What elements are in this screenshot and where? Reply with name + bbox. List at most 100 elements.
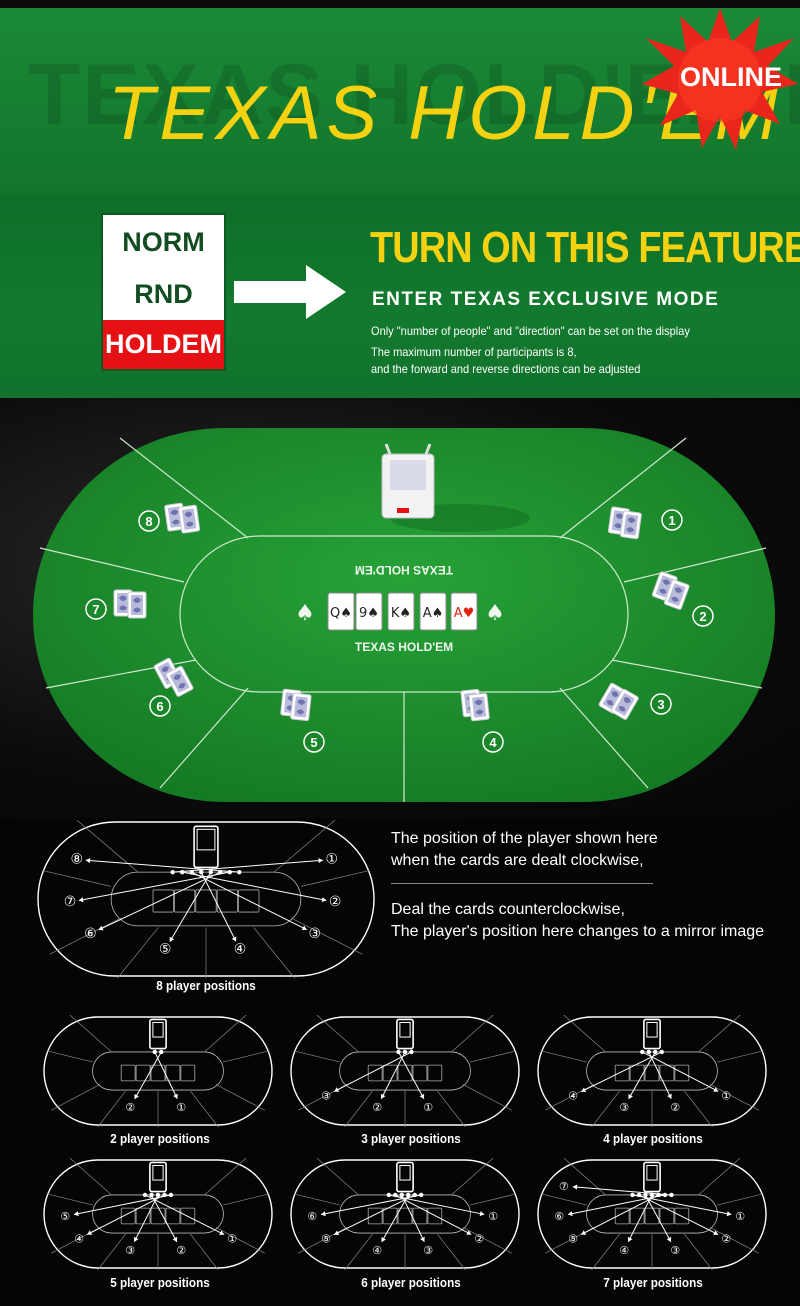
seat-marker: 8 — [138, 510, 160, 532]
deal-arrow — [134, 1051, 162, 1100]
seat-divider — [46, 1050, 94, 1063]
community-card-label: K♠ — [391, 606, 411, 621]
seat-divider — [451, 1158, 494, 1196]
seat-number-label: ① — [176, 1101, 186, 1114]
community-card — [450, 592, 478, 631]
deal-arrow-head — [74, 1211, 79, 1217]
deal-origin-dot — [142, 1192, 148, 1198]
deal-arrow-head — [133, 1236, 139, 1242]
card-slot — [367, 1064, 383, 1082]
card-slot — [180, 1064, 196, 1082]
card-shoe-icon — [149, 1018, 167, 1050]
table-center-label: TEXAS HOLD'EM — [355, 640, 453, 654]
deal-arrow — [642, 1051, 719, 1092]
seat-divider — [437, 1090, 466, 1127]
table-inner-outline — [339, 1194, 471, 1234]
seat-marker: 4 — [482, 731, 504, 753]
card-slot — [412, 1064, 428, 1082]
seat-divider — [316, 1015, 359, 1053]
seat-divider — [709, 1227, 759, 1254]
community-card-label: Q♠ — [330, 606, 352, 621]
card-slot — [674, 1207, 690, 1225]
diagram-caption: 5 player positions — [110, 1275, 210, 1290]
seat-divider — [316, 1158, 359, 1196]
deal-origin-dot — [402, 1049, 408, 1055]
seat-divider — [540, 1193, 588, 1206]
card-slot — [382, 1064, 398, 1082]
seat-number-label: ⑦ — [64, 894, 77, 910]
deal-arrow-head — [321, 1211, 326, 1217]
mode-option-rnd: RND — [134, 279, 193, 309]
svg-text:4: 4 — [489, 735, 497, 750]
deal-arrow — [133, 1194, 159, 1243]
seat-number-label: ① — [735, 1210, 745, 1223]
seat-divider — [716, 1050, 764, 1063]
card-slot — [674, 1064, 690, 1082]
table-inner-outline — [110, 871, 302, 927]
card-slot — [135, 1207, 151, 1225]
seat-divider — [49, 917, 122, 955]
seat-number-label: ③ — [309, 926, 322, 942]
feature-panel: NORM RND HOLDEM TURN ON THIS FEATURE ENT… — [0, 193, 800, 398]
deal-arrow-head — [713, 1087, 719, 1092]
card-shoe-icon — [149, 1161, 167, 1193]
deal-arrow-head — [581, 1230, 587, 1235]
seat-number-label: ② — [125, 1101, 135, 1114]
mode-option-holdem: HOLDEM — [103, 320, 224, 369]
deal-arrow-head — [334, 1230, 340, 1236]
card-shoe-slot — [152, 1164, 164, 1181]
deal-arrow — [320, 1194, 422, 1216]
seat-divider — [97, 1233, 126, 1270]
seat-divider — [204, 1015, 247, 1053]
deal-arrow — [381, 1194, 409, 1243]
deal-origin-dot — [409, 1049, 414, 1055]
deal-arrow-head — [318, 857, 323, 864]
online-starburst-icon — [642, 8, 798, 150]
card-shoe-slot — [399, 1164, 411, 1181]
deal-arrow — [78, 871, 230, 901]
deal-arrow-head — [726, 1211, 732, 1217]
deal-origin-dot — [152, 1049, 157, 1055]
deal-arrow-head — [87, 1230, 93, 1235]
diagram-caption: 3 player positions — [361, 1131, 461, 1146]
seat-number-label: ⑧ — [71, 852, 84, 868]
card-slot — [629, 1207, 645, 1225]
card-slot — [135, 1064, 151, 1082]
card-slot — [629, 1064, 645, 1082]
deal-arrow — [144, 1194, 225, 1236]
deal-arrow — [154, 1051, 178, 1099]
deal-arrow — [401, 1194, 425, 1242]
svg-text:6: 6 — [156, 699, 163, 714]
card-shoe-slot — [646, 1021, 658, 1038]
card-slot — [180, 1207, 196, 1225]
deal-origin-dot — [237, 869, 242, 875]
seat-marker: 3 — [650, 693, 672, 715]
deal-arrow-head — [627, 1236, 633, 1242]
deal-origin-dot — [646, 1049, 651, 1055]
community-card-label: A♠ — [423, 606, 444, 621]
deal-arrow — [628, 1051, 656, 1100]
table-inner-outline — [586, 1051, 718, 1091]
card-slot — [644, 1207, 660, 1225]
card-shoe-slot — [399, 1021, 411, 1038]
diagram-caption: 4 player positions — [603, 1131, 703, 1146]
seat-number-label: ① — [227, 1233, 237, 1246]
diagram-caption: 8 player positions — [156, 978, 256, 993]
seat-number-label: ③ — [619, 1101, 629, 1114]
deal-arrow-head — [667, 1093, 672, 1099]
deal-arrow-head — [219, 1230, 225, 1235]
deal-origin-dot — [396, 1049, 401, 1055]
card-slot — [165, 1207, 181, 1225]
deal-origin-dot — [170, 869, 175, 875]
poker-table-photo: Q♠ 9♠ K♠ A♠ A♥ ♠ ♠ TEXAS HOLD'EM TEXAS H… — [0, 398, 800, 818]
feature-subtitle: ENTER TEXAS EXCLUSIVE MODE — [372, 289, 720, 310]
deal-origin-dot — [659, 1049, 664, 1055]
table-outline — [537, 1159, 767, 1269]
card-slot — [173, 889, 196, 913]
seat-number-label: ⑤ — [159, 942, 172, 958]
seat-divider — [545, 1084, 595, 1111]
seat-divider — [46, 1193, 94, 1206]
